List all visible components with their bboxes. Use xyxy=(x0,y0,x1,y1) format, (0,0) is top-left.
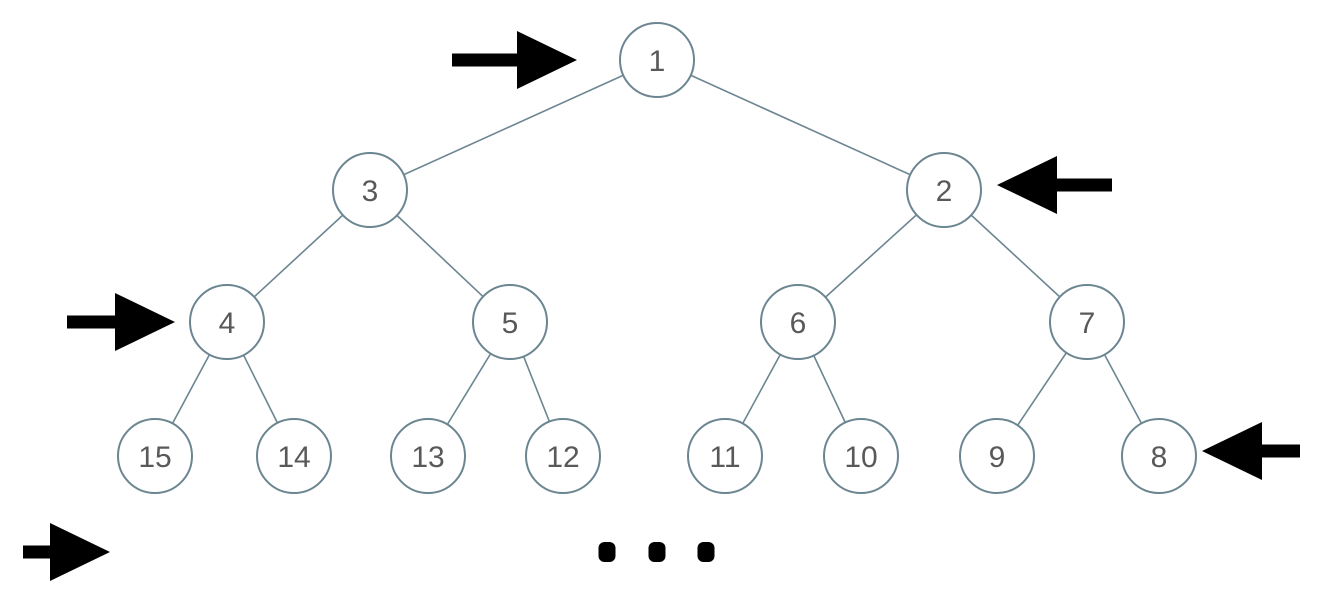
edge-1-2 xyxy=(656,59,945,191)
node-circle xyxy=(256,418,332,494)
tree-node-14: 14 xyxy=(256,418,332,494)
node-label: 9 xyxy=(989,441,1006,474)
arrow-right-icon-level-1 xyxy=(452,31,577,89)
node-label: 10 xyxy=(844,441,877,474)
node-circle xyxy=(687,418,763,494)
node-label: 12 xyxy=(546,441,579,474)
arrow-left-icon-level-4 xyxy=(1202,422,1300,480)
node-label: 15 xyxy=(138,441,171,474)
tree-node-8: 8 xyxy=(1121,418,1197,494)
tree-nodes: 1 3 2 4 5 6 7 xyxy=(117,22,1197,494)
node-label: 3 xyxy=(362,175,379,208)
tree-edges xyxy=(154,59,1160,457)
node-circle xyxy=(619,22,695,98)
node-label: 1 xyxy=(649,45,666,78)
node-label: 14 xyxy=(277,441,310,474)
arrow-right-icon-continuation xyxy=(23,523,110,581)
node-label: 4 xyxy=(219,307,236,340)
node-circle xyxy=(1049,284,1125,360)
node-circle xyxy=(525,418,601,494)
ellipsis-dot xyxy=(648,542,666,562)
tree-node-15: 15 xyxy=(117,418,193,494)
node-label: 13 xyxy=(411,441,444,474)
node-label: 2 xyxy=(936,175,953,208)
edge-1-3 xyxy=(369,59,658,191)
ellipsis-dots xyxy=(598,542,715,562)
arrow-right-icon-level-3 xyxy=(67,293,175,351)
node-circle xyxy=(760,284,836,360)
node-circle xyxy=(472,284,548,360)
node-label: 6 xyxy=(790,307,807,340)
arrow-left-icon-level-2 xyxy=(997,156,1112,214)
tree-node-7: 7 xyxy=(1049,284,1125,360)
node-circle xyxy=(390,418,466,494)
ellipsis-dot xyxy=(598,542,616,562)
node-circle xyxy=(906,152,982,228)
tree-node-3: 3 xyxy=(332,152,408,228)
tree-node-1: 1 xyxy=(619,22,695,98)
node-circle xyxy=(189,284,265,360)
tree-node-11: 11 xyxy=(687,418,763,494)
tree-node-10: 10 xyxy=(823,418,899,494)
node-circle xyxy=(823,418,899,494)
node-label: 7 xyxy=(1079,307,1096,340)
node-label: 5 xyxy=(502,307,519,340)
node-circle xyxy=(332,152,408,228)
ellipsis-dot xyxy=(697,542,715,562)
node-circle xyxy=(1121,418,1197,494)
node-label: 11 xyxy=(709,441,740,474)
tree-node-9: 9 xyxy=(959,418,1035,494)
tree-node-4: 4 xyxy=(189,284,265,360)
tree-node-2: 2 xyxy=(906,152,982,228)
node-label: 8 xyxy=(1151,441,1168,474)
traversal-arrows xyxy=(23,31,1300,581)
tree-node-12: 12 xyxy=(525,418,601,494)
tree-node-6: 6 xyxy=(760,284,836,360)
node-circle xyxy=(959,418,1035,494)
tree-node-13: 13 xyxy=(390,418,466,494)
node-circle xyxy=(117,418,193,494)
tree-node-5: 5 xyxy=(472,284,548,360)
